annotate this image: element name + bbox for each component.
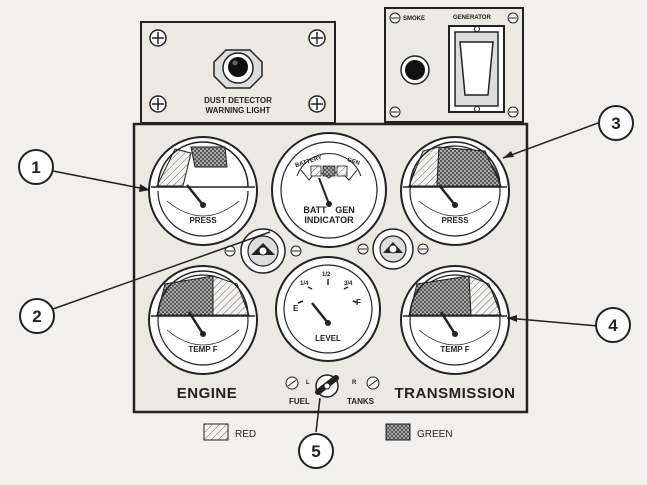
legend-red-label: RED — [235, 429, 256, 440]
screw-icon — [308, 29, 326, 47]
engine-temp-gauge: TEMP F — [148, 265, 258, 375]
screw-icon — [507, 12, 519, 24]
fuel-switch-left-label: L — [306, 380, 310, 386]
battery-gen-gauge: BATTERY GEN BATT GEN INDICATOR — [271, 132, 387, 248]
transmission-press-label: PRESS — [441, 216, 469, 225]
smoke-generator-plate: SMOKE GENERATOR — [384, 7, 524, 123]
fuel-level-gauge: E 1/4 1/2 3/4 F LEVEL — [275, 256, 381, 362]
fuel-mark-three-quarter: 3/4 — [344, 281, 353, 287]
callout-3-number: 3 — [611, 114, 620, 133]
screw-icon — [389, 12, 401, 24]
callout-arrowheads — [139, 151, 517, 322]
fuel-mark-e: E — [293, 304, 299, 313]
smoke-light[interactable] — [400, 55, 430, 85]
right-panel-light-knob[interactable] — [357, 228, 429, 270]
batt-label: BATT — [303, 205, 327, 215]
engine-temp-label: TEMP F — [188, 345, 217, 354]
callout-2: 2 — [19, 298, 55, 334]
screw-icon — [149, 95, 167, 113]
screw-icon — [507, 106, 519, 118]
generator-toggle-switch[interactable] — [448, 25, 505, 113]
callout-5: 5 — [298, 433, 334, 469]
transmission-temp-gauge: TEMP F — [400, 265, 510, 375]
fuel-switch-right-label: R — [352, 380, 357, 386]
fuel-tank-selector-switch[interactable] — [285, 374, 380, 398]
callout-4-number: 4 — [608, 316, 618, 335]
engine-label: ENGINE — [177, 385, 238, 402]
fuel-mark-half: 1/2 — [322, 272, 331, 278]
legend-green-label: GREEN — [417, 429, 453, 440]
legend-red-swatch — [203, 423, 229, 441]
fuel-level-label: LEVEL — [315, 334, 341, 343]
legend: RED GREEN — [203, 423, 453, 441]
fuel-mark-f: F — [356, 298, 361, 307]
callout-3: 3 — [598, 105, 634, 141]
generator-label: GENERATOR — [453, 15, 491, 21]
dust-detector-plate: DUST DETECTOR WARNING LIGHT — [140, 21, 336, 124]
engine-press-gauge: PRESS — [148, 136, 258, 246]
callout-leader-lines — [52, 122, 599, 433]
callout-1: 1 — [18, 149, 54, 185]
indicator-label: INDICATOR — [304, 215, 354, 225]
screw-icon — [308, 95, 326, 113]
callout-4: 4 — [595, 307, 631, 343]
callout-2-number: 2 — [32, 307, 41, 326]
legend-green-swatch — [385, 423, 411, 441]
fuel-switch-tanks-label: TANKS — [347, 397, 375, 406]
callout-5-number: 5 — [311, 442, 320, 461]
left-panel-light-knob[interactable] — [224, 228, 302, 274]
screw-icon — [389, 106, 401, 118]
fuel-switch-fuel-label: FUEL — [289, 397, 310, 406]
dust-warning-light[interactable] — [213, 49, 263, 89]
transmission-press-gauge: PRESS — [400, 136, 510, 246]
dust-detector-label: DUST DETECTOR — [204, 96, 272, 105]
transmission-label: TRANSMISSION — [394, 385, 515, 402]
screw-icon — [149, 29, 167, 47]
gen-label: GEN — [346, 157, 360, 167]
engine-press-label: PRESS — [189, 216, 217, 225]
smoke-label: SMOKE — [403, 16, 425, 22]
fuel-mark-quarter: 1/4 — [300, 281, 309, 287]
gen-label-2: GEN — [335, 205, 355, 215]
transmission-temp-label: TEMP F — [440, 345, 469, 354]
warning-light-label: WARNING LIGHT — [206, 106, 271, 115]
callout-1-number: 1 — [31, 158, 40, 177]
